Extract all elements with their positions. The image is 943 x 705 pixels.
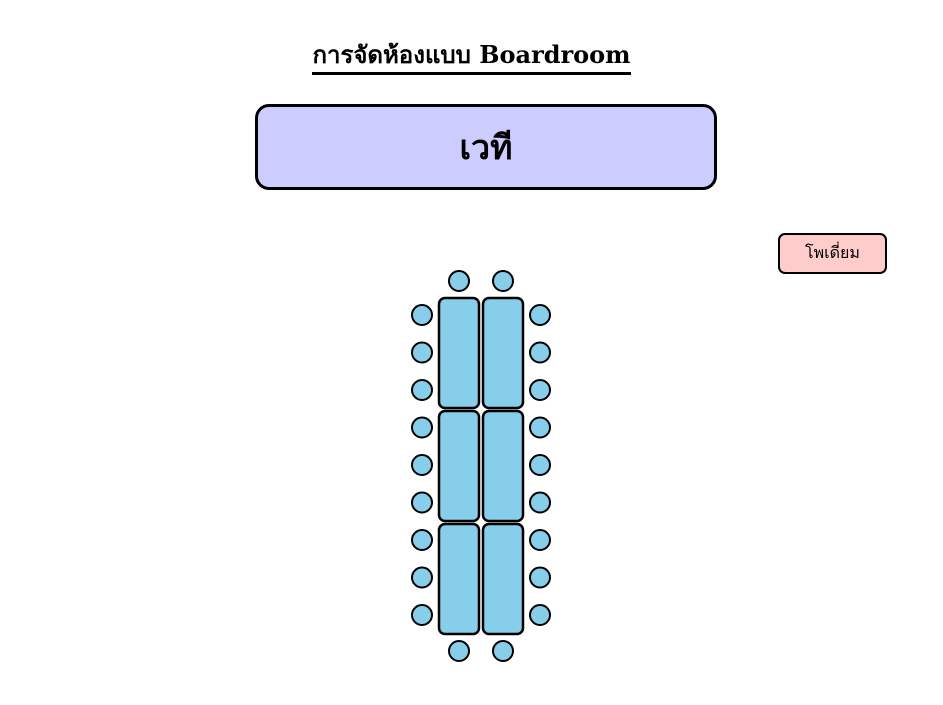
table: [481, 409, 525, 523]
chair-head-top: [492, 270, 514, 292]
chair-head-bottom: [448, 640, 470, 662]
chair-right: [529, 341, 551, 364]
chair-left: [411, 379, 433, 401]
table: [437, 409, 481, 523]
table: [437, 522, 481, 636]
chair-head-bottom: [492, 640, 514, 662]
chair-right: [529, 454, 551, 476]
chair-left: [411, 491, 433, 514]
table: [481, 522, 525, 636]
chair-left: [411, 341, 433, 364]
chair-left: [411, 604, 433, 626]
chair-right: [529, 304, 551, 326]
chair-left: [411, 529, 433, 551]
table: [437, 296, 481, 410]
page-title-text: การจัดห้องแบบ Boardroom: [312, 40, 631, 75]
podium: โพเดี่ยม: [778, 233, 887, 274]
podium-label: โพเดี่ยม: [805, 243, 860, 262]
stage-label: เวที: [459, 128, 513, 168]
chair-left: [411, 566, 433, 589]
chair-right: [529, 379, 551, 401]
chair-left: [411, 304, 433, 326]
page-title: การจัดห้องแบบ Boardroom: [0, 40, 943, 75]
chair-right: [529, 491, 551, 514]
chair-right: [529, 529, 551, 551]
chair-left: [411, 416, 433, 439]
chair-right: [529, 604, 551, 626]
chair-right: [529, 566, 551, 589]
stage: เวที: [255, 104, 717, 190]
chair-left: [411, 454, 433, 476]
table: [481, 296, 525, 410]
chair-head-top: [448, 270, 470, 292]
chair-right: [529, 416, 551, 439]
